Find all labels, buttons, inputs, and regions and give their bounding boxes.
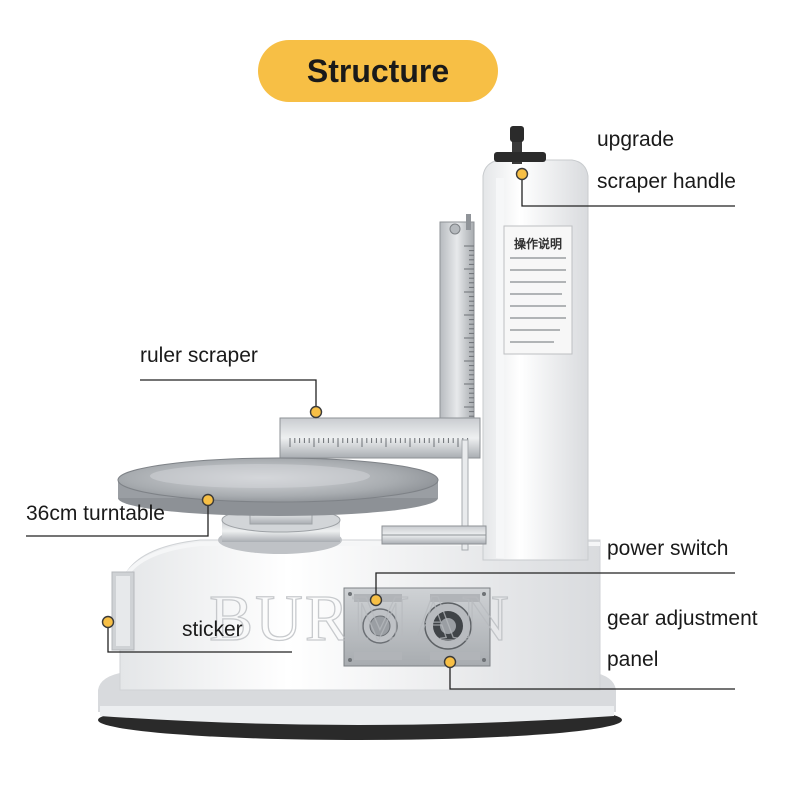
marker-dots — [101, 167, 529, 669]
page-title: Structure — [306, 52, 450, 89]
label-upgrade: upgrade — [597, 128, 675, 151]
label-turntable: 36cm turntable — [26, 502, 165, 525]
marker-turntable — [201, 493, 215, 507]
turntable — [117, 457, 439, 516]
marker-ruler-scraper — [309, 405, 323, 419]
guide-rail — [381, 525, 487, 545]
label-power-switch: power switch — [607, 537, 729, 560]
leader-sticker — [107, 622, 292, 653]
label-ruler-scraper: ruler scraper — [140, 344, 258, 367]
marker-scraper-handle — [515, 167, 529, 181]
marker-sticker — [101, 615, 115, 629]
instruction-sticker-heading: 操作说明 — [514, 236, 562, 251]
sticker-plate — [111, 571, 135, 651]
leader-ruler-scraper — [140, 379, 317, 412]
leader-scraper-handle — [521, 174, 735, 207]
leader-power-switch — [375, 572, 735, 600]
scraper-handle-knob — [494, 126, 546, 164]
watermark: BURMAN — [209, 582, 511, 655]
leader-gear-adjustment — [449, 662, 735, 690]
marker-gear-adjustment — [443, 655, 457, 669]
title-badge: Structure — [258, 40, 498, 102]
leader-turntable — [26, 500, 209, 537]
label-sticker: sticker — [182, 618, 243, 641]
label-scraper-handle: scraper handle — [597, 170, 736, 193]
instruction-sticker — [503, 225, 573, 355]
horizontal-scraper-blade — [279, 417, 481, 551]
marker-power-switch — [369, 593, 383, 607]
leader-lines — [26, 174, 735, 690]
column — [482, 159, 589, 561]
label-gear-adjustment: gear adjustment — [607, 607, 758, 630]
label-panel: panel — [607, 648, 659, 671]
vertical-ruler — [439, 214, 475, 439]
